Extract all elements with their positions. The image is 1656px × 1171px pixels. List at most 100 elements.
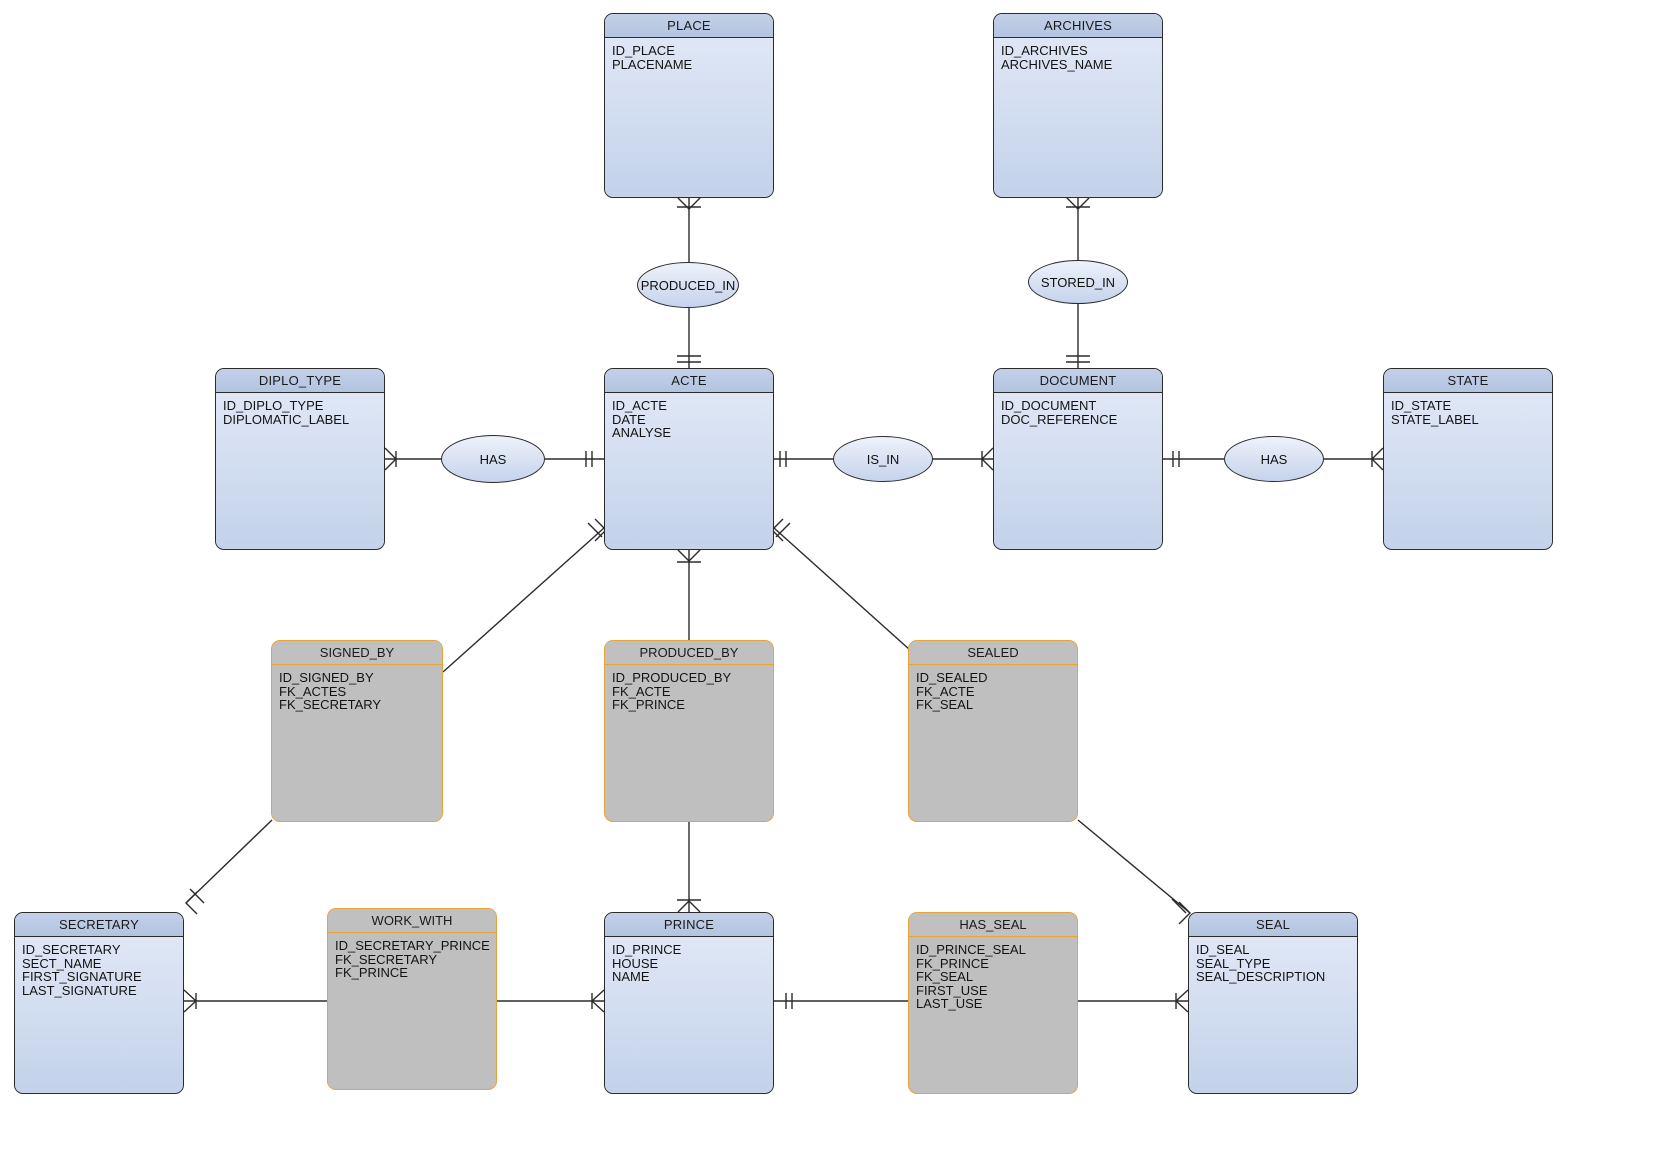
- relationship-has-diplo-type[interactable]: HAS: [441, 435, 545, 483]
- attribute: DATE: [612, 411, 646, 427]
- edge-acte-is_in: [774, 451, 833, 467]
- attribute: ID_SIGNED_BY: [279, 670, 374, 685]
- entity-archives[interactable]: ARCHIVES ID_ARCHIVES ARCHIVES_NAME: [993, 13, 1163, 198]
- attribute: ID_PRINCE_SEAL: [916, 942, 1026, 957]
- attribute: ID_ARCHIVES: [1001, 43, 1088, 58]
- assoc-produced-by-title: PRODUCED_BY: [605, 641, 773, 665]
- entity-place-title: PLACE: [605, 14, 773, 38]
- entity-place-attributes: ID_PLACE PLACENAME: [605, 38, 773, 196]
- attribute: FK_PRINCE: [916, 955, 989, 971]
- attribute: ANALYSE: [612, 425, 672, 441]
- attribute: STATE_LABEL: [1391, 411, 1479, 427]
- attribute: PLACENAME: [612, 56, 693, 72]
- attribute: FK_PRINCE: [335, 965, 408, 981]
- assoc-work-with-attributes: ID_SECRETARY_PRINCE FK_SECRETARY FK_PRIN…: [328, 933, 496, 1088]
- attribute: SEAL_TYPE: [1196, 955, 1271, 971]
- attribute: ARCHIVES_NAME: [1001, 56, 1113, 72]
- assoc-table-work-with[interactable]: WORK_WITH ID_SECRETARY_PRINCE FK_SECRETA…: [327, 908, 497, 1090]
- edge-produced_in-acte: [677, 308, 701, 368]
- attribute: ID_PLACE: [612, 43, 675, 58]
- assoc-table-signed-by[interactable]: SIGNED_BY ID_SIGNED_BY FK_ACTES FK_SECRE…: [271, 640, 443, 822]
- entity-acte[interactable]: ACTE ID_ACTE DATE ANALYSE: [604, 368, 774, 550]
- assoc-signed-by-attributes: ID_SIGNED_BY FK_ACTES FK_SECRETARY: [272, 665, 442, 820]
- assoc-sealed-title: SEALED: [909, 641, 1077, 665]
- entity-acte-attributes: ID_ACTE DATE ANALYSE: [605, 393, 773, 548]
- attribute: ID_PRODUCED_BY: [612, 670, 732, 685]
- edge-acte-sealed: [771, 518, 911, 651]
- relationship-produced-in-label: PRODUCED_IN: [640, 277, 736, 293]
- attribute: FK_PRINCE: [612, 697, 685, 713]
- assoc-produced-by-attributes: ID_PRODUCED_BY FK_ACTE FK_PRINCE: [605, 665, 773, 820]
- attribute: FIRST_SIGNATURE: [22, 969, 142, 985]
- relationship-has-state-label: HAS: [1260, 451, 1288, 467]
- edge-prince-has_seal: [774, 993, 908, 1009]
- relationship-produced-in[interactable]: PRODUCED_IN: [637, 262, 739, 308]
- edge-document-has2: [1163, 451, 1224, 467]
- attribute: ID_ACTE: [612, 398, 667, 413]
- relationship-has-state[interactable]: HAS: [1224, 436, 1324, 482]
- edge-diplo_type-has: [384, 447, 441, 471]
- entity-acte-title: ACTE: [605, 369, 773, 393]
- entity-document[interactable]: DOCUMENT ID_DOCUMENT DOC_REFERENCE: [993, 368, 1163, 550]
- entity-diplo-type-title: DIPLO_TYPE: [216, 369, 384, 393]
- attribute: FK_SECRETARY: [279, 697, 382, 713]
- attribute: FK_ACTES: [279, 683, 347, 699]
- assoc-has-seal-attributes: ID_PRINCE_SEAL FK_PRINCE FK_SEAL FIRST_U…: [909, 937, 1077, 1092]
- attribute: FK_ACTE: [612, 683, 671, 699]
- entity-secretary-title: SECRETARY: [15, 913, 183, 937]
- attribute: ID_SECRETARY: [22, 942, 121, 957]
- assoc-table-produced-by[interactable]: PRODUCED_BY ID_PRODUCED_BY FK_ACTE FK_PR…: [604, 640, 774, 822]
- entity-diplo-type[interactable]: DIPLO_TYPE ID_DIPLO_TYPE DIPLOMATIC_LABE…: [215, 368, 385, 550]
- entity-place[interactable]: PLACE ID_PLACE PLACENAME: [604, 13, 774, 198]
- assoc-sealed-attributes: ID_SEALED FK_ACTE FK_SEAL: [909, 665, 1077, 820]
- attribute: ID_DIPLO_TYPE: [223, 398, 324, 413]
- relationship-has-diplo-type-label: HAS: [479, 451, 507, 467]
- entity-prince-attributes: ID_PRINCE HOUSE NAME: [605, 937, 773, 1092]
- attribute: LAST_USE: [916, 996, 983, 1012]
- attribute: ID_SEALED: [916, 670, 988, 685]
- relationship-stored-in[interactable]: STORED_IN: [1028, 260, 1128, 304]
- entity-document-title: DOCUMENT: [994, 369, 1162, 393]
- edge-secretary-work_with: [183, 989, 327, 1013]
- entity-prince[interactable]: PRINCE ID_PRINCE HOUSE NAME: [604, 912, 774, 1094]
- attribute: ID_SECRETARY_PRINCE: [335, 938, 490, 953]
- entity-seal-attributes: ID_SEAL SEAL_TYPE SEAL_DESCRIPTION: [1189, 937, 1357, 1092]
- attribute: FK_ACTE: [916, 683, 975, 699]
- edge-has-acte: [545, 451, 604, 467]
- attribute: HOUSE: [612, 955, 659, 971]
- entity-state-attributes: ID_STATE STATE_LABEL: [1384, 393, 1552, 548]
- assoc-has-seal-title: HAS_SEAL: [909, 913, 1077, 937]
- attribute: FIRST_USE: [916, 982, 988, 998]
- entity-archives-attributes: ID_ARCHIVES ARCHIVES_NAME: [994, 38, 1162, 196]
- entity-document-attributes: ID_DOCUMENT DOC_REFERENCE: [994, 393, 1162, 548]
- edge-stored_in-document: [1066, 304, 1090, 368]
- entity-diplo-type-attributes: ID_DIPLO_TYPE DIPLOMATIC_LABEL: [216, 393, 384, 548]
- entity-state[interactable]: STATE ID_STATE STATE_LABEL: [1383, 368, 1553, 550]
- relationship-stored-in-label: STORED_IN: [1040, 274, 1116, 290]
- attribute: NAME: [612, 969, 650, 985]
- entity-archives-title: ARCHIVES: [994, 14, 1162, 38]
- assoc-work-with-title: WORK_WITH: [328, 909, 496, 933]
- entity-state-title: STATE: [1384, 369, 1552, 393]
- entity-secretary[interactable]: SECRETARY ID_SECRETARY SECT_NAME FIRST_S…: [14, 912, 184, 1094]
- assoc-table-has-seal[interactable]: HAS_SEAL ID_PRINCE_SEAL FK_PRINCE FK_SEA…: [908, 912, 1078, 1094]
- attribute: FK_SEAL: [916, 697, 974, 713]
- attribute: DIPLOMATIC_LABEL: [223, 411, 350, 427]
- entity-seal[interactable]: SEAL ID_SEAL SEAL_TYPE SEAL_DESCRIPTION: [1188, 912, 1358, 1094]
- attribute: FK_SECRETARY: [335, 951, 438, 967]
- assoc-table-sealed[interactable]: SEALED ID_SEALED FK_ACTE FK_SEAL: [908, 640, 1078, 822]
- entity-prince-title: PRINCE: [605, 913, 773, 937]
- attribute: ID_PRINCE: [612, 942, 682, 957]
- edge-is_in-document: [933, 447, 994, 471]
- relationship-is-in[interactable]: IS_IN: [833, 436, 933, 482]
- attribute: SECT_NAME: [22, 955, 102, 971]
- edge-has2-state: [1324, 447, 1384, 471]
- edge-place-produced_in: [677, 197, 701, 262]
- edge-has_seal-seal: [1078, 989, 1189, 1013]
- edge-acte-signed_by: [442, 518, 607, 673]
- edge-signed_by-secretary: [185, 819, 273, 915]
- attribute: DOC_REFERENCE: [1001, 411, 1118, 427]
- edge-archives-stored_in: [1066, 197, 1090, 260]
